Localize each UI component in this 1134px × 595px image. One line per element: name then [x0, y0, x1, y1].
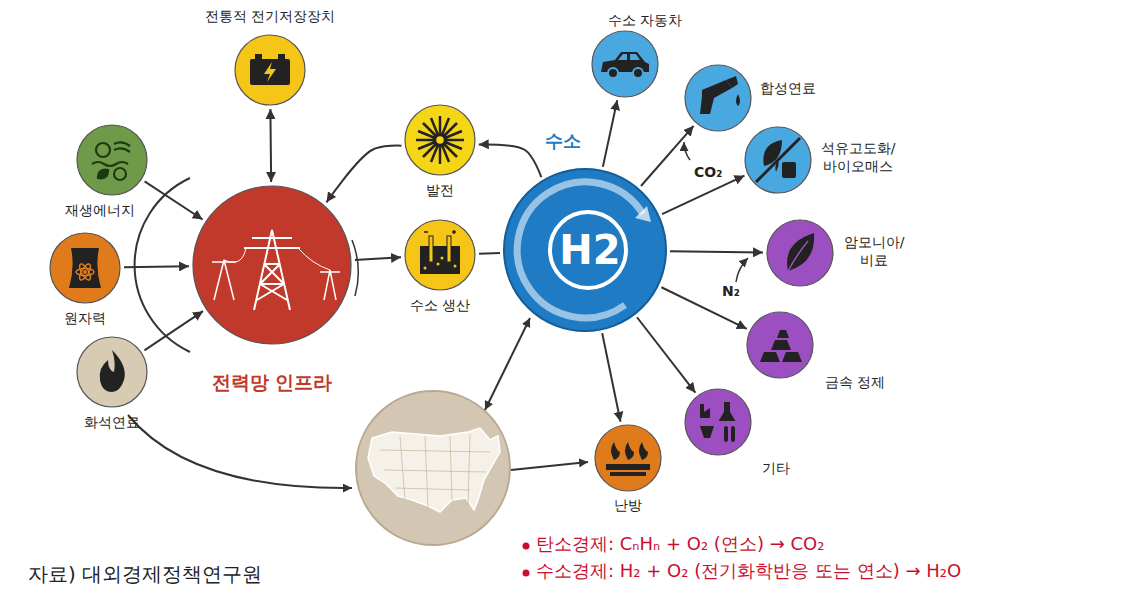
flame-icon [100, 350, 125, 392]
battery-icon [250, 54, 290, 85]
bullet [523, 543, 530, 550]
circle-shape [746, 311, 814, 379]
circle-shape [684, 64, 752, 132]
node-label: 수소 [545, 130, 581, 153]
metal-node: 금속 정제 [746, 311, 814, 379]
node-label: 화석연료 [84, 414, 140, 432]
map-circle [356, 391, 510, 545]
connector-arrow [662, 176, 744, 214]
turbine-icon [416, 116, 464, 164]
ammonia-node: 암모니아/ 비료 [766, 219, 834, 287]
connector-arrow [326, 146, 401, 203]
us-map-lines [380, 434, 490, 508]
circle-shape [594, 424, 662, 492]
n2-arrow [736, 258, 748, 282]
us-map [368, 428, 500, 512]
lab-icon [694, 398, 742, 446]
heating-node: 난방 [594, 424, 662, 492]
bracket-arc-inner [352, 240, 358, 296]
n2-label: N₂ [722, 283, 740, 301]
generation-node: 발전 [404, 104, 476, 176]
electrolyser-icon [420, 230, 460, 274]
connector-arrow [641, 126, 694, 186]
node-label: 전통적 전기저장장치 [205, 8, 335, 26]
synfuel-node: 합성연료 [684, 64, 752, 132]
source-note: 자료) 대외경제정책연구원 [28, 562, 262, 587]
nozzle-icon [700, 76, 740, 114]
connector-arrow [145, 181, 203, 219]
storage-node: 전통적 전기저장장치 [234, 34, 306, 106]
car-node: 수소 자동차 [591, 30, 659, 98]
refining-icon [756, 138, 800, 182]
fossil-node: 화석연료 [76, 336, 148, 408]
node-label: 재생에너지 [65, 202, 135, 220]
hydrogen-economy-note: 수소경제: H₂ + O₂ (전기화학반응 또는 연소) → H₂O [536, 560, 961, 583]
nuclear-icon [69, 248, 101, 288]
circle-shape [49, 232, 121, 304]
circle-shape [404, 219, 476, 291]
hydrogen-node: 수소H2 [503, 168, 667, 332]
circle-shape [76, 336, 148, 408]
hydrogen-emblem [517, 182, 651, 318]
co2-arrow [684, 142, 690, 160]
connector-arrow [144, 311, 203, 350]
renewable-icon [92, 142, 130, 180]
fossil-map-arrow [128, 415, 352, 488]
renewable-node: 재생에너지 [76, 124, 148, 196]
node-label: 합성연료 [760, 80, 816, 98]
circle-shape [591, 30, 659, 98]
connector-arrow [602, 333, 620, 422]
formula-text: H2 [559, 225, 620, 275]
connector-arrow [603, 100, 617, 167]
node-label: 원자력 [64, 310, 106, 328]
refining-node: 석유고도화/ 바이오매스 [744, 126, 812, 194]
node-label: 석유고도화/ 바이오매스 [817, 140, 898, 175]
node-label: 난방 [614, 497, 642, 515]
connector-arrow [269, 109, 272, 182]
circle-shape [404, 104, 476, 176]
fertilizer-icon [787, 233, 814, 271]
connector-arrow [124, 266, 189, 267]
grid-node: 전력망 인프라 [192, 185, 352, 345]
co2-label: CO₂ [694, 164, 722, 182]
other-node: 기타 [684, 388, 752, 456]
ingot-icon [760, 330, 802, 362]
connector-arrow [637, 317, 695, 392]
burner-icon [606, 442, 650, 476]
node-label: 암모니아/ 비료 [840, 234, 907, 269]
node-label: 발전 [426, 182, 454, 200]
production-node: 수소 생산 [404, 219, 476, 291]
circle-shape [192, 185, 352, 345]
connector-arrow [355, 257, 401, 260]
circle-shape [234, 34, 306, 106]
bullet [523, 570, 530, 577]
circle-shape [76, 124, 148, 196]
pylon-icon [212, 230, 340, 310]
map-hydrogen-arrow [485, 318, 530, 410]
car-icon [601, 52, 649, 78]
circle-shape [744, 126, 812, 194]
circle-shape [766, 219, 834, 287]
node-label: 기타 [762, 460, 790, 478]
nuclear-node: 원자력 [49, 232, 121, 304]
node-label: 금속 정제 [825, 374, 885, 392]
map-heating-arrow [511, 462, 588, 470]
connector-arrow [479, 252, 500, 255]
node-label: 수소 자동차 [608, 12, 682, 30]
connector-arrow [670, 251, 763, 252]
node-label: 전력망 인프라 [212, 371, 333, 395]
carbon-economy-note: 탄소경제: CₙHₙ + O₂ (연소) → CO₂ [536, 533, 824, 556]
connector-arrow [479, 144, 542, 177]
circle-shape [684, 388, 752, 456]
node-label: 수소 생산 [410, 297, 470, 315]
